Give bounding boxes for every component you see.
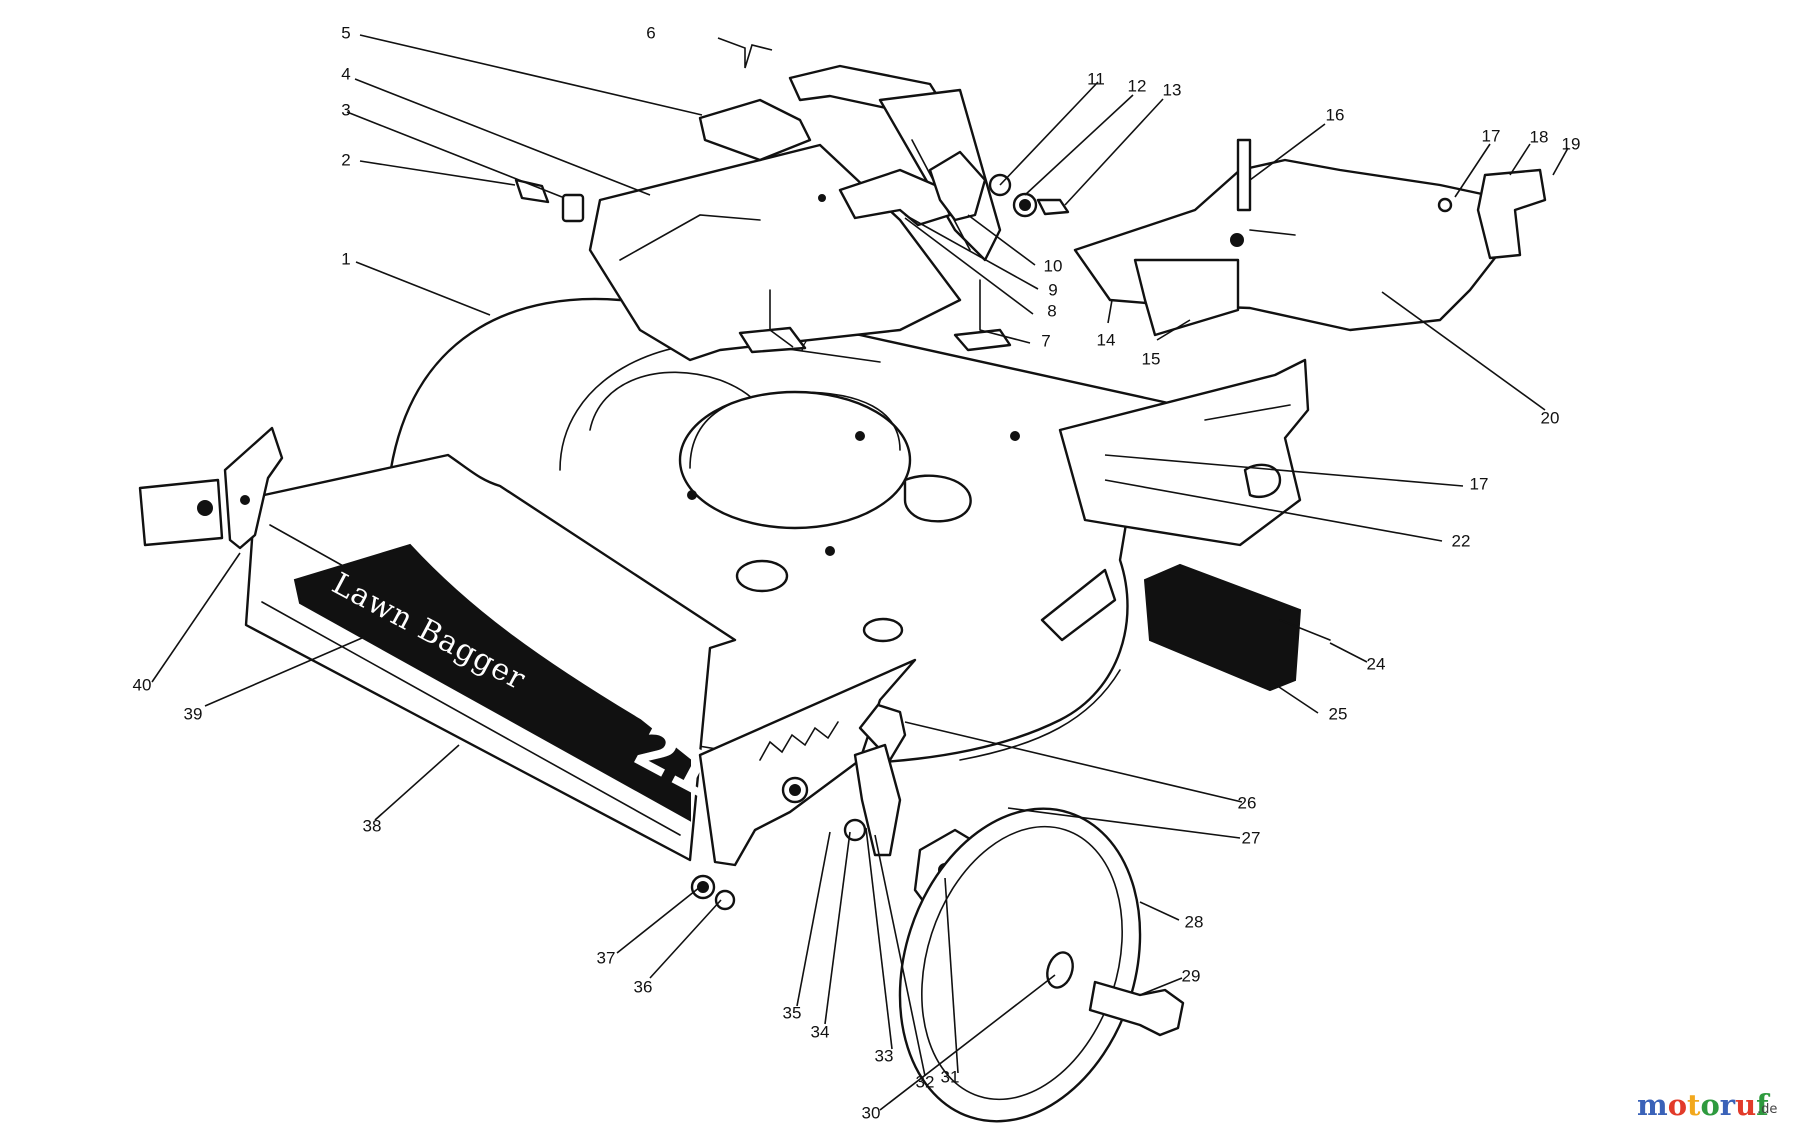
watermark-letter: t (1687, 1088, 1701, 1122)
callout-29: 29 (1182, 967, 1201, 986)
callout-1: 1 (341, 250, 350, 269)
callout-9: 9 (1048, 281, 1057, 300)
callout-2: 2 (341, 151, 350, 170)
rear-deflector (1073, 138, 1547, 337)
callout-27: 27 (1242, 829, 1261, 848)
watermark-logo: motoruf .de (1637, 1088, 1777, 1122)
mounting-lug (1040, 568, 1117, 642)
callout-22: 22 (1452, 532, 1471, 551)
callout-17b: 17 (1470, 475, 1489, 494)
callout-35: 35 (783, 1004, 802, 1023)
callout-15: 15 (1142, 350, 1161, 369)
leader-lines (151, 34, 1569, 1111)
watermark-letter: o (1700, 1088, 1719, 1122)
callout-3: 3 (341, 101, 350, 120)
watermark-letter: u (1735, 1088, 1756, 1122)
rear-hinge-bar (1058, 358, 1331, 692)
callout-33: 33 (875, 1047, 894, 1066)
callout-16: 16 (1326, 106, 1345, 125)
callout-34: 34 (811, 1023, 830, 1042)
height-adjuster-left (138, 426, 284, 550)
callout-39: 39 (184, 705, 203, 724)
watermark-letter: r (1720, 1088, 1736, 1122)
callout-19: 19 (1562, 135, 1581, 154)
callout-5: 5 (341, 24, 350, 43)
front-skirt: Lawn Bagger 21 (244, 453, 917, 867)
axle-hardware-left (690, 874, 736, 911)
callout-labels: 5 6 4 3 2 1 7 7 8 9 10 11 12 13 14 15 16… (133, 24, 1581, 1123)
callout-7a: 7 (798, 337, 807, 356)
watermark-suffix: .de (1757, 1102, 1777, 1117)
pivot-hardware (818, 150, 1070, 227)
callout-6: 6 (646, 24, 655, 43)
callout-10: 10 (1044, 257, 1063, 276)
callout-24: 24 (1367, 655, 1386, 674)
callout-28: 28 (1185, 913, 1204, 932)
callout-40: 40 (133, 676, 152, 695)
callout-37: 37 (597, 949, 616, 968)
rear-wheel (898, 807, 1185, 1123)
callout-12: 12 (1128, 77, 1147, 96)
callout-26: 26 (1238, 794, 1257, 813)
watermark-brand: motoruf (1637, 1088, 1771, 1122)
callout-18: 18 (1530, 128, 1549, 147)
discharge-opening (678, 390, 912, 530)
rear-flap (1143, 563, 1302, 692)
callout-8: 8 (1047, 302, 1056, 321)
watermark-letter: o (1668, 1088, 1687, 1122)
callout-13: 13 (1163, 81, 1182, 100)
watermark-letter: m (1637, 1088, 1668, 1122)
callout-7b: 7 (1041, 332, 1050, 351)
callout-25: 25 (1329, 705, 1348, 724)
callout-11: 11 (1087, 70, 1105, 89)
callout-17a: 17 (1482, 127, 1501, 146)
callout-32: 32 (916, 1073, 935, 1092)
callout-14: 14 (1097, 331, 1116, 350)
callout-31: 31 (941, 1068, 960, 1087)
callout-36: 36 (634, 978, 653, 997)
callout-4: 4 (341, 65, 350, 84)
callout-20: 20 (1541, 409, 1560, 428)
callout-38: 38 (363, 817, 382, 836)
callout-30: 30 (862, 1104, 881, 1123)
decal-band (293, 543, 691, 822)
watermark-letter: f (1756, 1088, 1771, 1122)
